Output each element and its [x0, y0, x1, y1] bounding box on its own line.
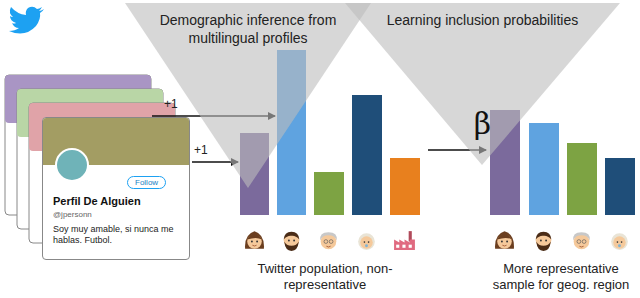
profile-name: Perfil De Alguien — [53, 195, 141, 207]
bar — [390, 158, 420, 215]
profile-handle: @jpersonn — [53, 210, 92, 219]
triangle-fill — [345, 3, 620, 165]
step-title: Demographic inference from multilingual … — [148, 11, 348, 47]
baby-icon — [358, 233, 375, 250]
bar — [529, 123, 559, 215]
woman-icon — [245, 231, 264, 249]
count-label: +1 — [164, 97, 204, 112]
avatar — [55, 148, 89, 182]
step-title: Learning inclusion probabilities — [383, 11, 583, 29]
triangle-fill — [125, 3, 371, 188]
baby-icon — [611, 233, 628, 250]
button-label: Follow — [135, 178, 158, 187]
axis-caption: Twitter population, non-representative — [220, 261, 430, 294]
beta-symbol: β — [345, 107, 620, 140]
bar — [352, 95, 382, 215]
bar — [567, 143, 597, 215]
count-label: +1 — [194, 143, 234, 158]
twitter-logo — [9, 7, 44, 34]
man-icon — [284, 232, 300, 251]
bar — [314, 172, 344, 215]
process-triangle: Demographic inference from multilingual … — [125, 3, 371, 188]
process-triangle: Learning inclusion probabilities β — [345, 3, 620, 165]
profile-bio: Soy muy amable, si nunca me hablas. Futb… — [53, 224, 181, 247]
woman-icon — [495, 231, 514, 249]
bar — [605, 158, 635, 215]
follow-button: Follow — [127, 176, 166, 189]
man-icon — [536, 232, 552, 251]
older-icon — [573, 232, 590, 249]
profile-card: Perfil De Alguien @jpersonnSoy muy amable… — [42, 117, 190, 260]
factory-icon — [394, 231, 415, 250]
older-icon — [320, 232, 337, 249]
axis-caption: More representative sample for geog. reg… — [486, 261, 636, 294]
